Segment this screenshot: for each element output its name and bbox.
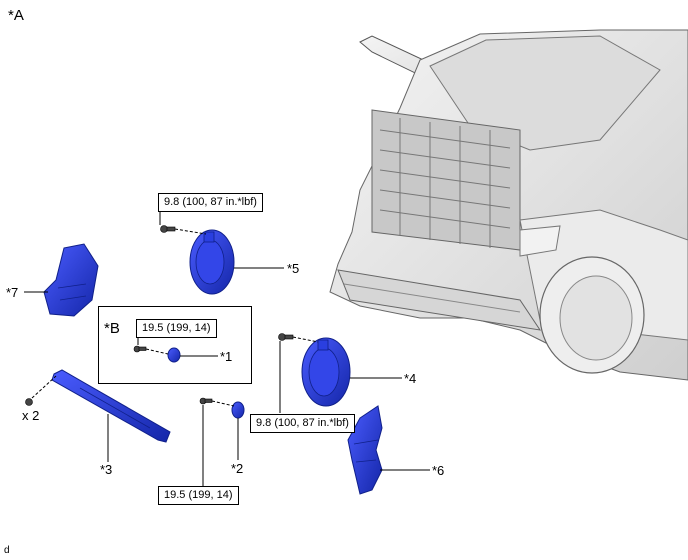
callout-3: *3 xyxy=(100,462,113,477)
view-label: *A xyxy=(8,7,24,24)
callout-2: *2 xyxy=(231,461,244,476)
callout-5: *5 xyxy=(287,261,300,276)
horn-2 xyxy=(231,401,245,419)
dashed-leaders xyxy=(31,228,319,407)
horn-assembly-5 xyxy=(189,229,235,295)
horn-1 xyxy=(167,347,181,363)
torque-spec-2: 19.5 (199, 14) xyxy=(158,486,239,505)
detail-label: *B xyxy=(104,320,120,337)
torque-spec-1: 19.5 (199, 14) xyxy=(136,319,217,338)
bracket-7 xyxy=(43,243,99,317)
torque-spec-5: 9.8 (100, 87 in.*lbf) xyxy=(158,193,263,212)
horn-assembly-4 xyxy=(301,337,351,407)
detail-box-b xyxy=(98,306,252,384)
torque-spec-4: 9.8 (100, 87 in.*lbf) xyxy=(250,414,355,433)
bracket-6 xyxy=(347,405,383,495)
footer-code: d xyxy=(4,545,10,556)
callout-4: *4 xyxy=(404,371,417,386)
callout-7: *7 xyxy=(6,285,19,300)
callout-6: *6 xyxy=(432,463,445,478)
callout-1: *1 xyxy=(220,349,233,364)
vehicle-front-illustration xyxy=(329,29,688,381)
quantity-label: x 2 xyxy=(22,408,40,423)
